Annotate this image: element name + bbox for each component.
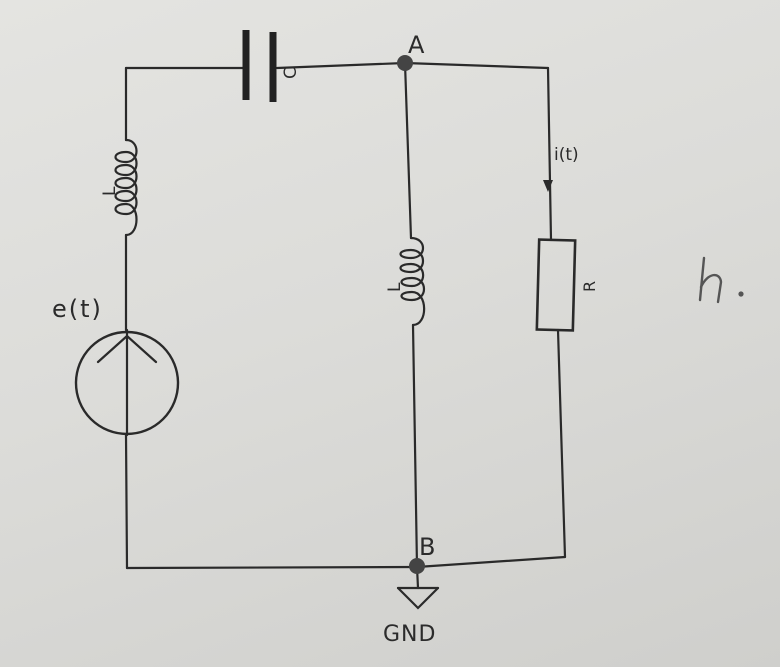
capacitor-label: C xyxy=(281,67,301,79)
middle-inductor-coil xyxy=(399,236,426,327)
resistor-symbol xyxy=(535,238,577,332)
ground-label: GND xyxy=(383,622,436,647)
capacitor-symbol xyxy=(242,30,277,102)
wire-right-lower xyxy=(556,328,567,559)
wires xyxy=(124,61,567,590)
node-a-label: A xyxy=(408,31,425,59)
wire-a-to-right xyxy=(403,61,550,70)
middle-inductor-label: L xyxy=(385,282,405,292)
source-label: e(t) xyxy=(52,295,103,323)
wire-bottom-right xyxy=(415,555,567,569)
current-arrow-icon xyxy=(543,180,553,192)
wire-right-upper xyxy=(546,66,553,242)
voltage-source-symbol xyxy=(74,328,180,437)
node-b-label: B xyxy=(419,533,435,561)
wire-left-lower xyxy=(124,433,129,570)
wire-bottom-left xyxy=(125,565,419,570)
left-inductor-label: L xyxy=(100,186,120,196)
wire-cap-to-a xyxy=(275,61,407,70)
node-b-dot xyxy=(409,558,425,574)
left-inductor-coil xyxy=(114,138,138,237)
current-label: i(t) xyxy=(554,145,579,165)
resistor-label: R xyxy=(580,281,599,292)
node-a-dot xyxy=(397,55,413,71)
source-arrow-icon xyxy=(96,334,158,364)
handwritten-note xyxy=(698,256,744,304)
wire-middle-upper xyxy=(403,61,413,240)
ground-icon xyxy=(396,586,440,610)
wire-middle-lower xyxy=(411,323,419,569)
